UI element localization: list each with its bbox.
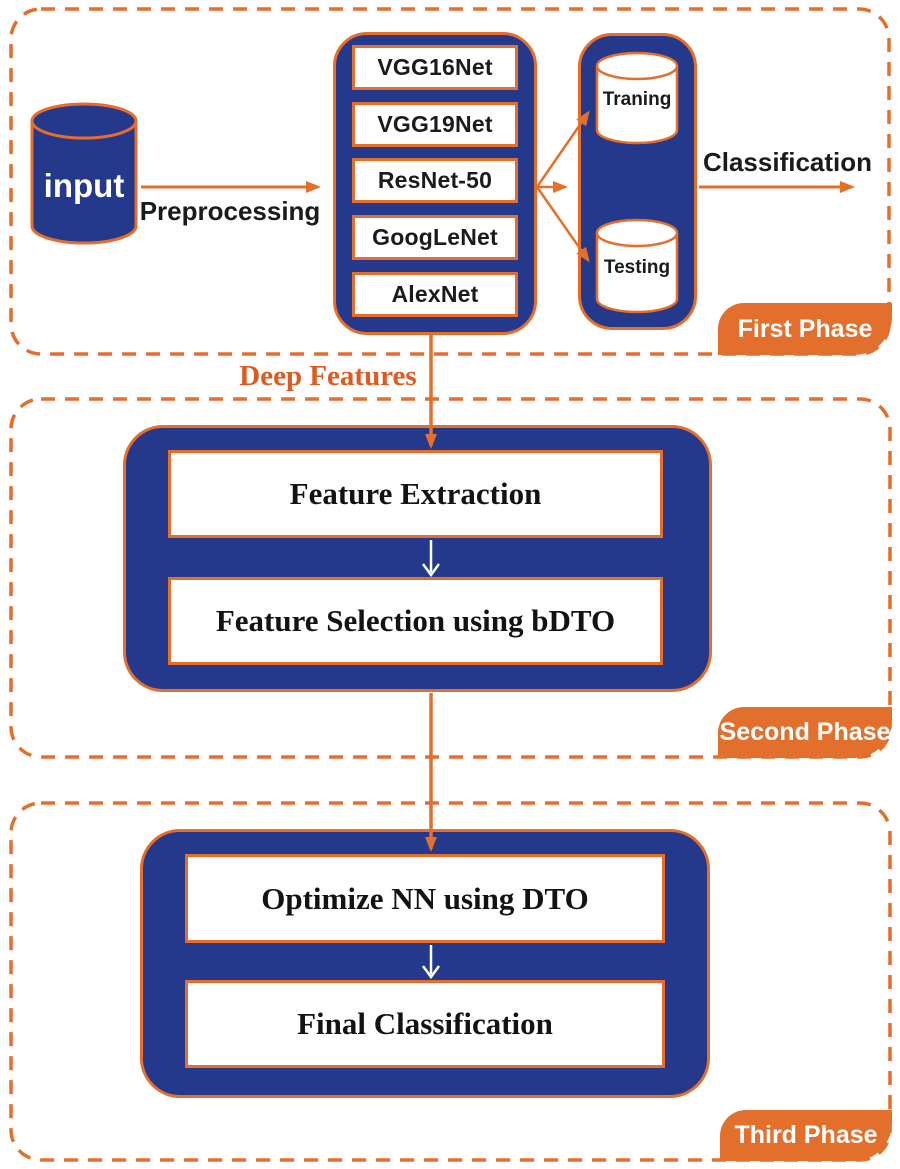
third-phase-tab-label: Third Phase [734,1121,878,1149]
first-phase-tab: First Phase [718,303,892,355]
classification-label: Classification [702,146,873,177]
first-phase-tab-label: First Phase [737,314,873,343]
training-label: Traning [602,89,672,110]
preprocessing-label: Preprocessing [139,195,321,226]
deep-features-label: Deep Features [239,359,417,392]
testing-label: Testing [603,257,671,278]
second-phase-tab: Second Phase [718,707,892,758]
input-label: input [43,167,125,204]
second-phase-tab-label: Second Phase [719,718,891,746]
third-phase-tab: Third Phase [720,1110,892,1161]
